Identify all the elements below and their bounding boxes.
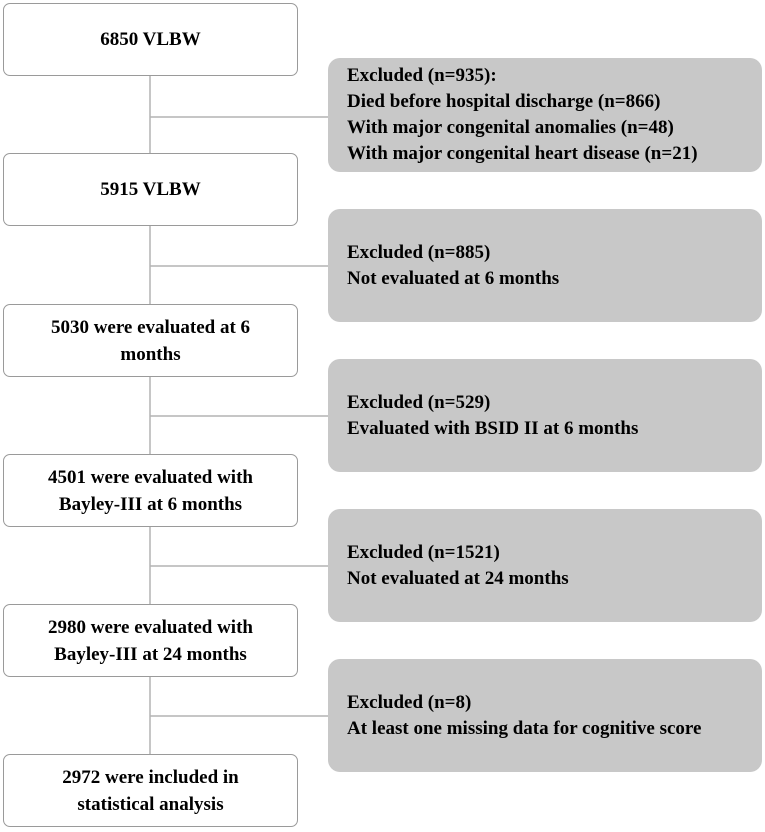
stage-box-5: 2980 were evaluated with Bayley-III at 2… [3, 604, 298, 677]
exclusion-5-line-2: At least one missing data for cognitive … [347, 717, 702, 739]
exclusion-1-line-2: Died before hospital discharge (n=866) [347, 91, 661, 112]
exclusion-1-line-1: Excluded (n=935): [347, 65, 497, 86]
exclusion-2-line-1: Excluded (n=885) [347, 241, 491, 263]
exclusion-5-line-1: Excluded (n=8) [347, 691, 472, 713]
exclusion-box-1: Excluded (n=935): Died before hospital d… [328, 58, 762, 172]
exclusion-2-line-2: Not evaluated at 6 months [347, 267, 560, 289]
stage-box-3: 5030 were evaluated at 6 months [3, 304, 298, 377]
exclusion-1-line-3: With major congenital anomalies (n=48) [347, 117, 674, 138]
exclusion-box-2: Excluded (n=885) Not evaluated at 6 mont… [328, 209, 762, 322]
exclusion-3-line-1: Excluded (n=529) [347, 391, 491, 413]
exclusion-1-line-4: With major congenital heart disease (n=2… [347, 143, 698, 164]
stage-box-6: 2972 were included in statistical analys… [3, 754, 298, 827]
stage-box-1: 6850 VLBW [3, 3, 298, 76]
exclusion-3-line-2: Evaluated with BSID II at 6 months [347, 417, 639, 439]
exclusion-box-4: Excluded (n=1521) Not evaluated at 24 mo… [328, 509, 762, 622]
stage-box-4: 4501 were evaluated with Bayley-III at 6… [3, 454, 298, 527]
exclusion-box-3: Excluded (n=529) Evaluated with BSID II … [328, 359, 762, 472]
exclusion-4-line-1: Excluded (n=1521) [347, 541, 500, 563]
exclusion-box-5: Excluded (n=8) At least one missing data… [328, 659, 762, 772]
stage-box-2: 5915 VLBW [3, 153, 298, 226]
exclusion-4-line-2: Not evaluated at 24 months [347, 567, 569, 589]
